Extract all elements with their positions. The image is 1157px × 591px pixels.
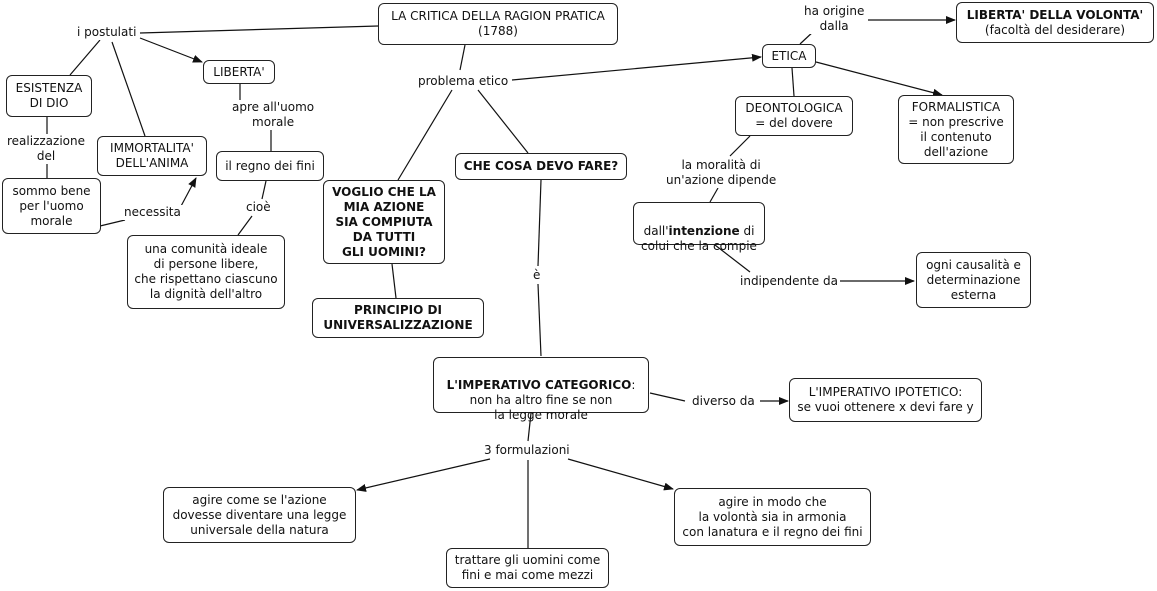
- node-imperativo-ipotetico: L'IMPERATIVO IPOTETICO: se vuoi ottenere…: [789, 378, 982, 422]
- link-label-necessita: necessita: [122, 205, 183, 220]
- node-formulazione-2: trattare gli uomini come fini e mai come…: [446, 548, 609, 588]
- node-che-cosa: CHE COSA DEVO FARE?: [455, 153, 627, 180]
- node-liberta-volonta: LIBERTA' DELLA VOLONTA' (facoltà del des…: [956, 2, 1154, 43]
- node-voglio: VOGLIO CHE LA MIA AZIONE SIA COMPIUTA DA…: [323, 180, 445, 264]
- link-label-apre: apre all'uomo morale: [230, 100, 317, 130]
- node-formulazione-1: agire come se l'azione dovesse diventare…: [163, 487, 356, 543]
- link-label-ha-origine: ha origine dalla: [802, 4, 867, 34]
- node-formalistica: FORMALISTICA = non prescrive il contenut…: [898, 95, 1014, 164]
- node-causalita: ogni causalità e determinazione esterna: [916, 252, 1031, 308]
- intenzione-post: di colui che la compie: [641, 224, 757, 253]
- link-label-problema-etico: problema etico: [416, 74, 511, 89]
- node-sommo-bene: sommo bene per l'uomo morale: [2, 178, 101, 234]
- node-etica: ETICA: [762, 44, 816, 68]
- node-immortalita: IMMORTALITA' DELL'ANIMA: [97, 136, 207, 176]
- link-label-diverso: diverso da: [690, 394, 757, 409]
- link-label-indipendente: indipendente da: [738, 274, 840, 289]
- node-title: LA CRITICA DELLA RAGION PRATICA (1788): [378, 3, 618, 45]
- imperativo-desc: : non ha altro fine se non la legge mora…: [469, 378, 636, 422]
- intenzione-keyword: intenzione: [668, 224, 740, 238]
- intenzione-pre: dall': [643, 224, 669, 238]
- link-label-formulazioni: 3 formulazioni: [482, 443, 572, 458]
- node-regno-fini: il regno dei fini: [216, 151, 324, 181]
- node-intenzione: dall'intenzione di colui che la compie: [633, 202, 765, 253]
- node-deontologica: DEONTOLOGICA = del dovere: [735, 96, 853, 136]
- node-esistenza-dio: ESISTENZA DI DIO: [6, 75, 92, 117]
- node-imperativo-categorico: L'IMPERATIVO CATEGORICO: non ha altro fi…: [433, 357, 649, 422]
- link-label-e: è: [531, 268, 543, 283]
- liberta-volonta-title: LIBERTA' DELLA VOLONTA': [966, 7, 1144, 22]
- node-liberta: LIBERTA': [203, 60, 275, 84]
- link-label-cioe: cioè: [244, 200, 273, 215]
- link-label-moralita: la moralità di un'azione dipende: [664, 158, 779, 188]
- link-label-realizzazione: realizzazione del: [5, 134, 87, 164]
- node-principio: PRINCIPIO DI UNIVERSALIZZAZIONE: [312, 298, 484, 338]
- node-comunita: una comunità ideale di persone libere, c…: [127, 235, 285, 309]
- liberta-volonta-subtitle: (facoltà del desiderare): [984, 22, 1126, 37]
- link-label-postulati: i postulati: [75, 25, 139, 40]
- node-formulazione-3: agire in modo che la volontà sia in armo…: [674, 488, 871, 546]
- imperativo-title: L'IMPERATIVO CATEGORICO: [446, 378, 632, 392]
